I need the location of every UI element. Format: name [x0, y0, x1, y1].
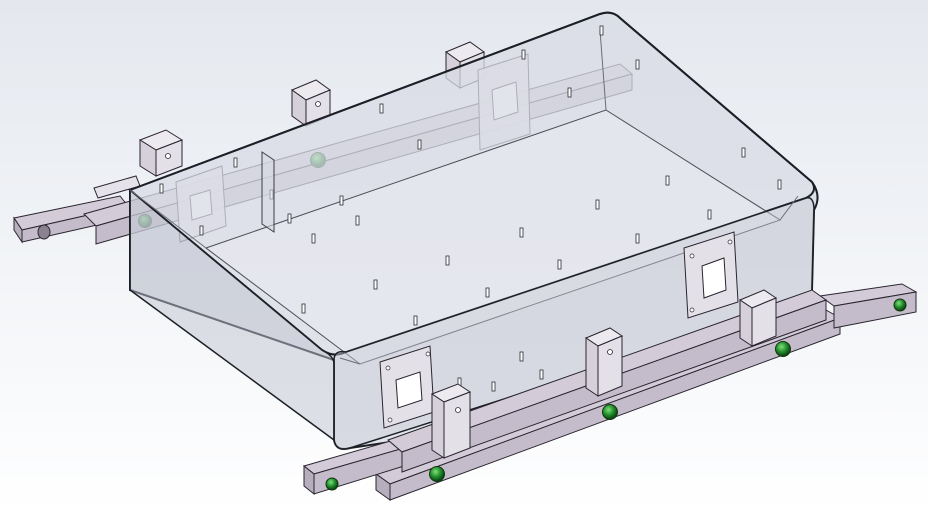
front-upright-middle[interactable] [584, 327, 624, 397]
indicator-light [893, 298, 907, 312]
front-mount-plate-left[interactable] [379, 345, 435, 429]
front-upright-left[interactable] [430, 383, 472, 459]
tray-slots [159, 25, 782, 392]
front-upright-right[interactable] [738, 289, 778, 347]
indicator-light [429, 466, 445, 482]
front-left-extension-end [303, 464, 315, 496]
front-lower-rail-end [375, 473, 391, 501]
tray-divider [261, 151, 275, 233]
rear-tube-end-hole [37, 224, 51, 240]
tray-left-face [129, 188, 335, 442]
indicator-light [602, 404, 618, 420]
front-mount-plate-right[interactable] [683, 231, 739, 319]
transparent-tray[interactable] [128, 11, 819, 450]
rear-upright-left[interactable] [138, 129, 184, 177]
indicator-light [775, 341, 791, 357]
indicator-light [325, 477, 339, 491]
front-indicators [325, 298, 907, 491]
